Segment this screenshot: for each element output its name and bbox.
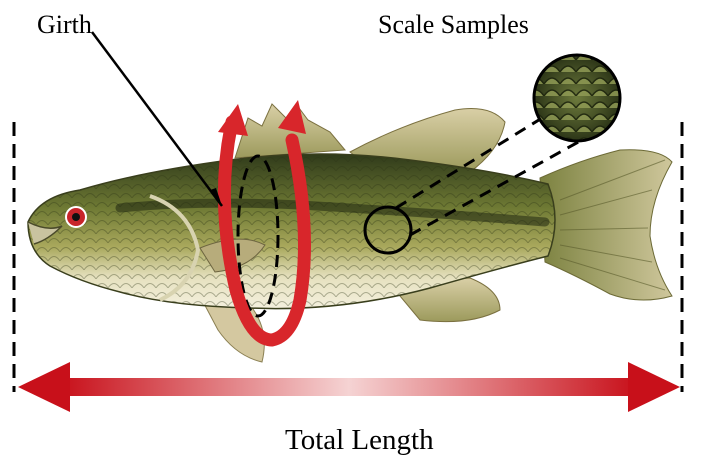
girth-label: Girth bbox=[37, 10, 92, 40]
scale-sample-zoom bbox=[534, 55, 620, 141]
total-length-arrow bbox=[18, 362, 680, 412]
tail-fin bbox=[540, 150, 672, 300]
scale-samples-label: Scale Samples bbox=[378, 10, 529, 40]
girth-arrowhead-left bbox=[218, 104, 248, 136]
total-length-label: Total Length bbox=[285, 424, 434, 457]
